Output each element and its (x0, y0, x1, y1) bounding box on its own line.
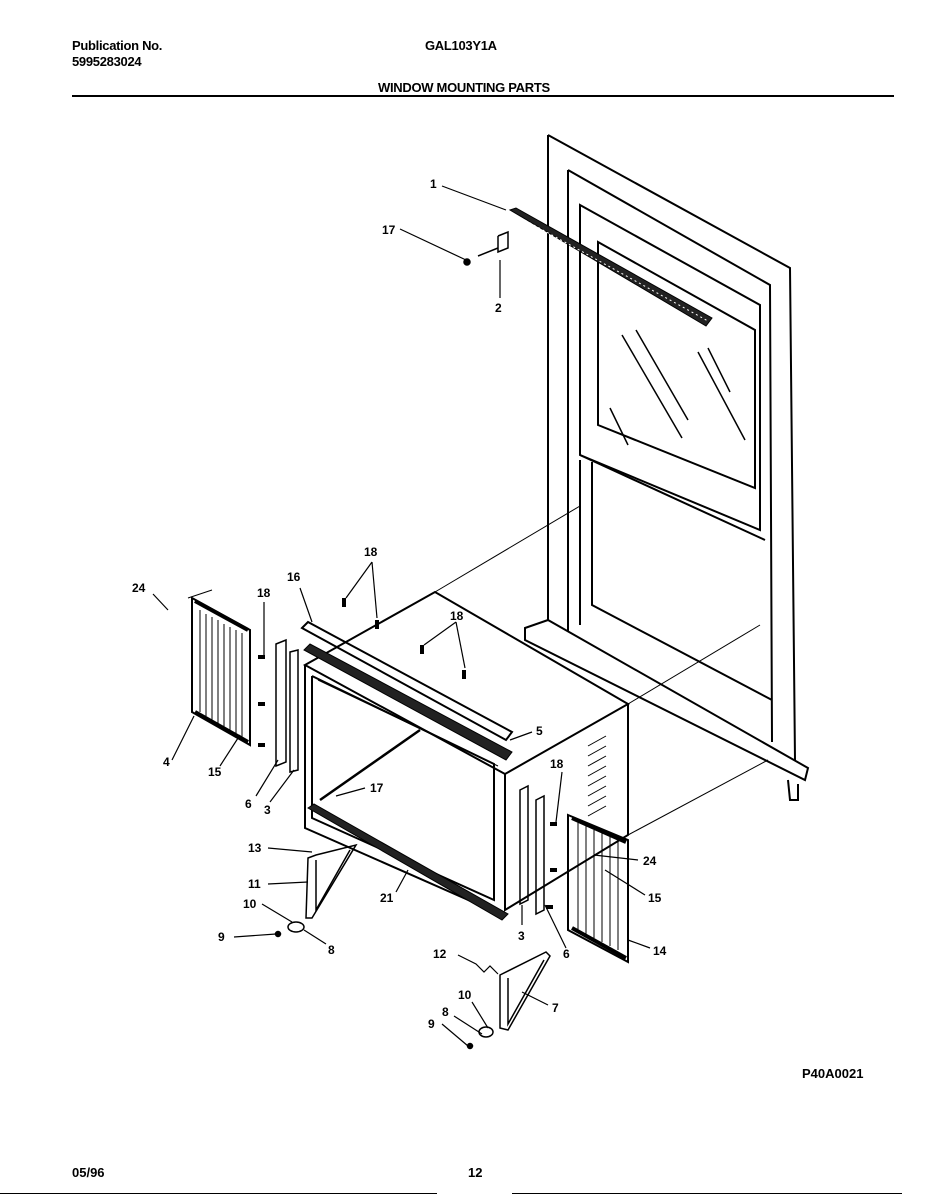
callout-21: 21 (380, 891, 394, 905)
callout-3: 3 (518, 929, 525, 943)
top-rail (300, 620, 514, 921)
callout-18: 18 (364, 545, 378, 559)
header-rule (72, 95, 894, 97)
footer-rule-left (0, 1193, 437, 1194)
leader-lines (152, 185, 651, 1047)
right-side-strips (519, 784, 545, 916)
callout-18: 18 (450, 609, 464, 623)
left-support-brace (274, 843, 358, 938)
callout-10: 10 (243, 897, 257, 911)
footer-rule-right (512, 1193, 902, 1194)
mounting-bracket (463, 230, 509, 266)
callout-13: 13 (248, 841, 262, 855)
callout-8: 8 (328, 943, 335, 957)
callout-6: 6 (245, 797, 252, 811)
left-side-strips (275, 638, 299, 773)
callout-9: 9 (218, 930, 225, 944)
callout-5: 5 (536, 724, 543, 738)
callout-1: 1 (430, 177, 437, 191)
callout-18: 18 (257, 586, 271, 600)
callout-labels: 1 17 2 18 16 18 18 24 4 15 6 3 5 17 18 2… (132, 177, 667, 1031)
callout-11: 11 (248, 877, 261, 891)
callout-15: 15 (648, 891, 662, 905)
callout-2: 2 (495, 301, 502, 315)
left-accordion-panel (191, 596, 251, 747)
callout-16: 16 (287, 570, 301, 584)
callout-12: 12 (433, 947, 447, 961)
publication-number: 5995283024 (72, 54, 142, 69)
window-frame (524, 134, 810, 801)
screws (258, 598, 557, 909)
callout-24: 24 (132, 581, 146, 595)
right-accordion-panel (567, 813, 629, 964)
figure-code: P40A0021 (802, 1066, 864, 1081)
page-number: 12 (468, 1165, 483, 1180)
callout-9: 9 (428, 1017, 435, 1031)
model-number: GAL103Y1A (425, 38, 497, 53)
callout-3: 3 (264, 803, 271, 817)
publication-label: Publication No. (72, 38, 163, 53)
section-title: WINDOW MOUNTING PARTS (378, 80, 550, 95)
top-seal-strip (508, 207, 713, 327)
callout-4: 4 (163, 755, 170, 769)
callout-17: 17 (370, 781, 384, 795)
assembly-lines (187, 505, 769, 836)
callout-24: 24 (643, 854, 657, 868)
footer-date: 05/96 (72, 1165, 105, 1180)
callout-17: 17 (382, 223, 396, 237)
callout-15: 15 (208, 765, 222, 779)
callout-6: 6 (563, 947, 570, 961)
callout-8: 8 (442, 1005, 449, 1019)
callout-18: 18 (550, 757, 564, 771)
callout-14: 14 (653, 944, 667, 958)
callout-7: 7 (552, 1001, 559, 1015)
callout-10: 10 (458, 988, 472, 1002)
